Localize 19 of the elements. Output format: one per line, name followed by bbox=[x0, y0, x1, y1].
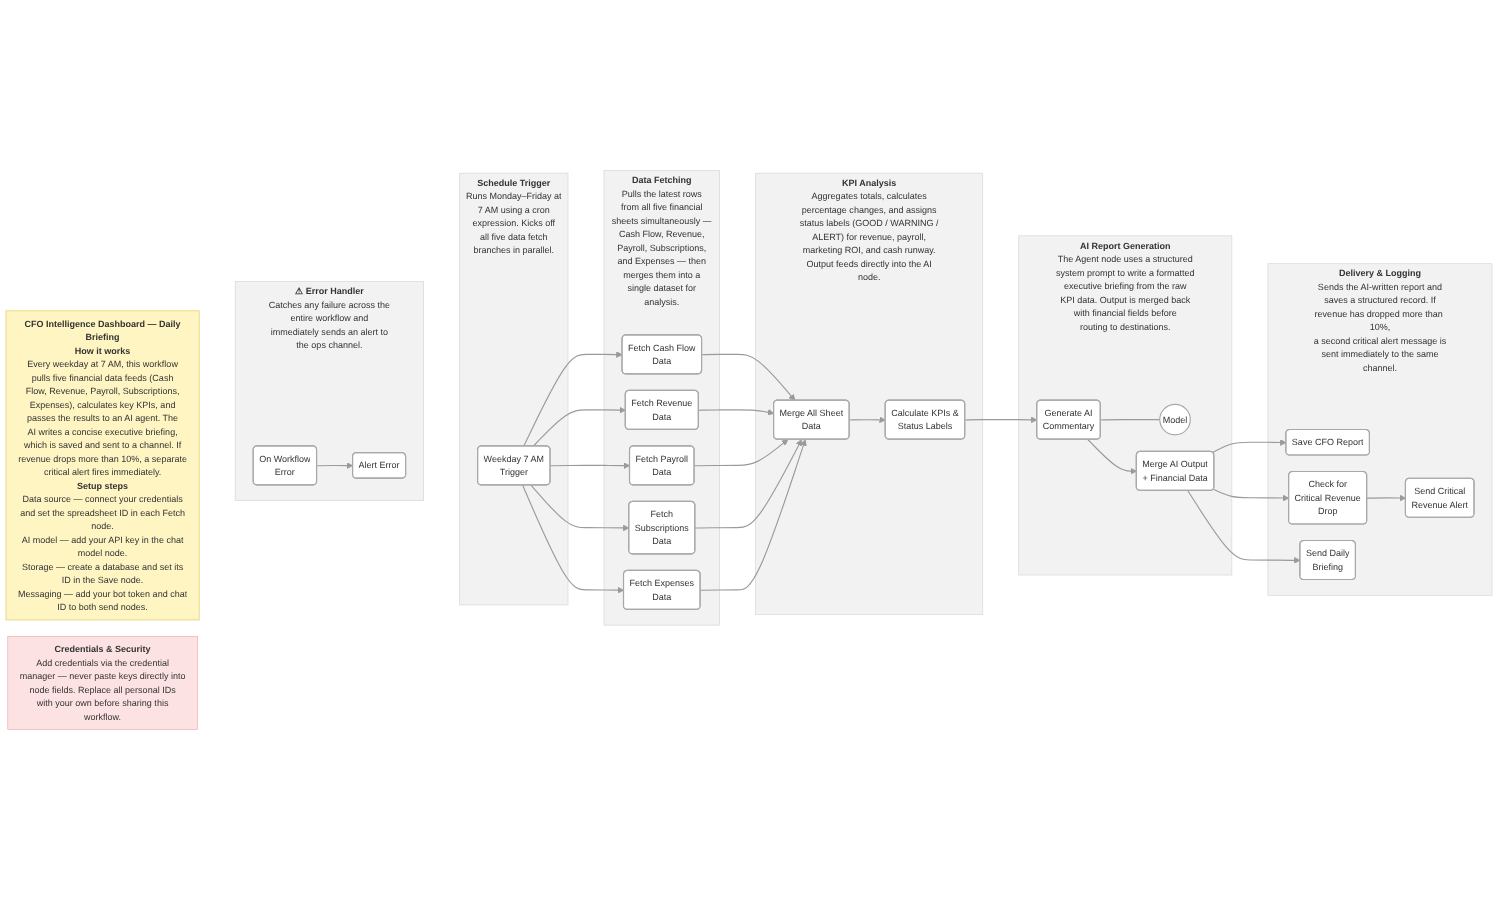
arrow bbox=[699, 439, 807, 591]
arrow bbox=[1366, 494, 1407, 502]
arrow bbox=[316, 462, 354, 469]
arrow bbox=[1187, 490, 1301, 564]
arrow bbox=[848, 416, 886, 424]
arrow bbox=[1212, 439, 1287, 454]
arrow bbox=[522, 484, 625, 594]
arrow bbox=[549, 462, 631, 469]
arrow bbox=[523, 351, 623, 447]
arrow bbox=[701, 353, 796, 401]
arrow bbox=[693, 439, 789, 467]
arrow bbox=[964, 416, 1038, 424]
connector bbox=[1100, 419, 1161, 421]
arrow bbox=[1087, 438, 1137, 475]
arrow bbox=[694, 439, 802, 529]
arrow bbox=[698, 409, 775, 416]
arrow bbox=[532, 406, 626, 447]
arrow bbox=[1212, 488, 1290, 502]
arrow bbox=[530, 484, 630, 532]
